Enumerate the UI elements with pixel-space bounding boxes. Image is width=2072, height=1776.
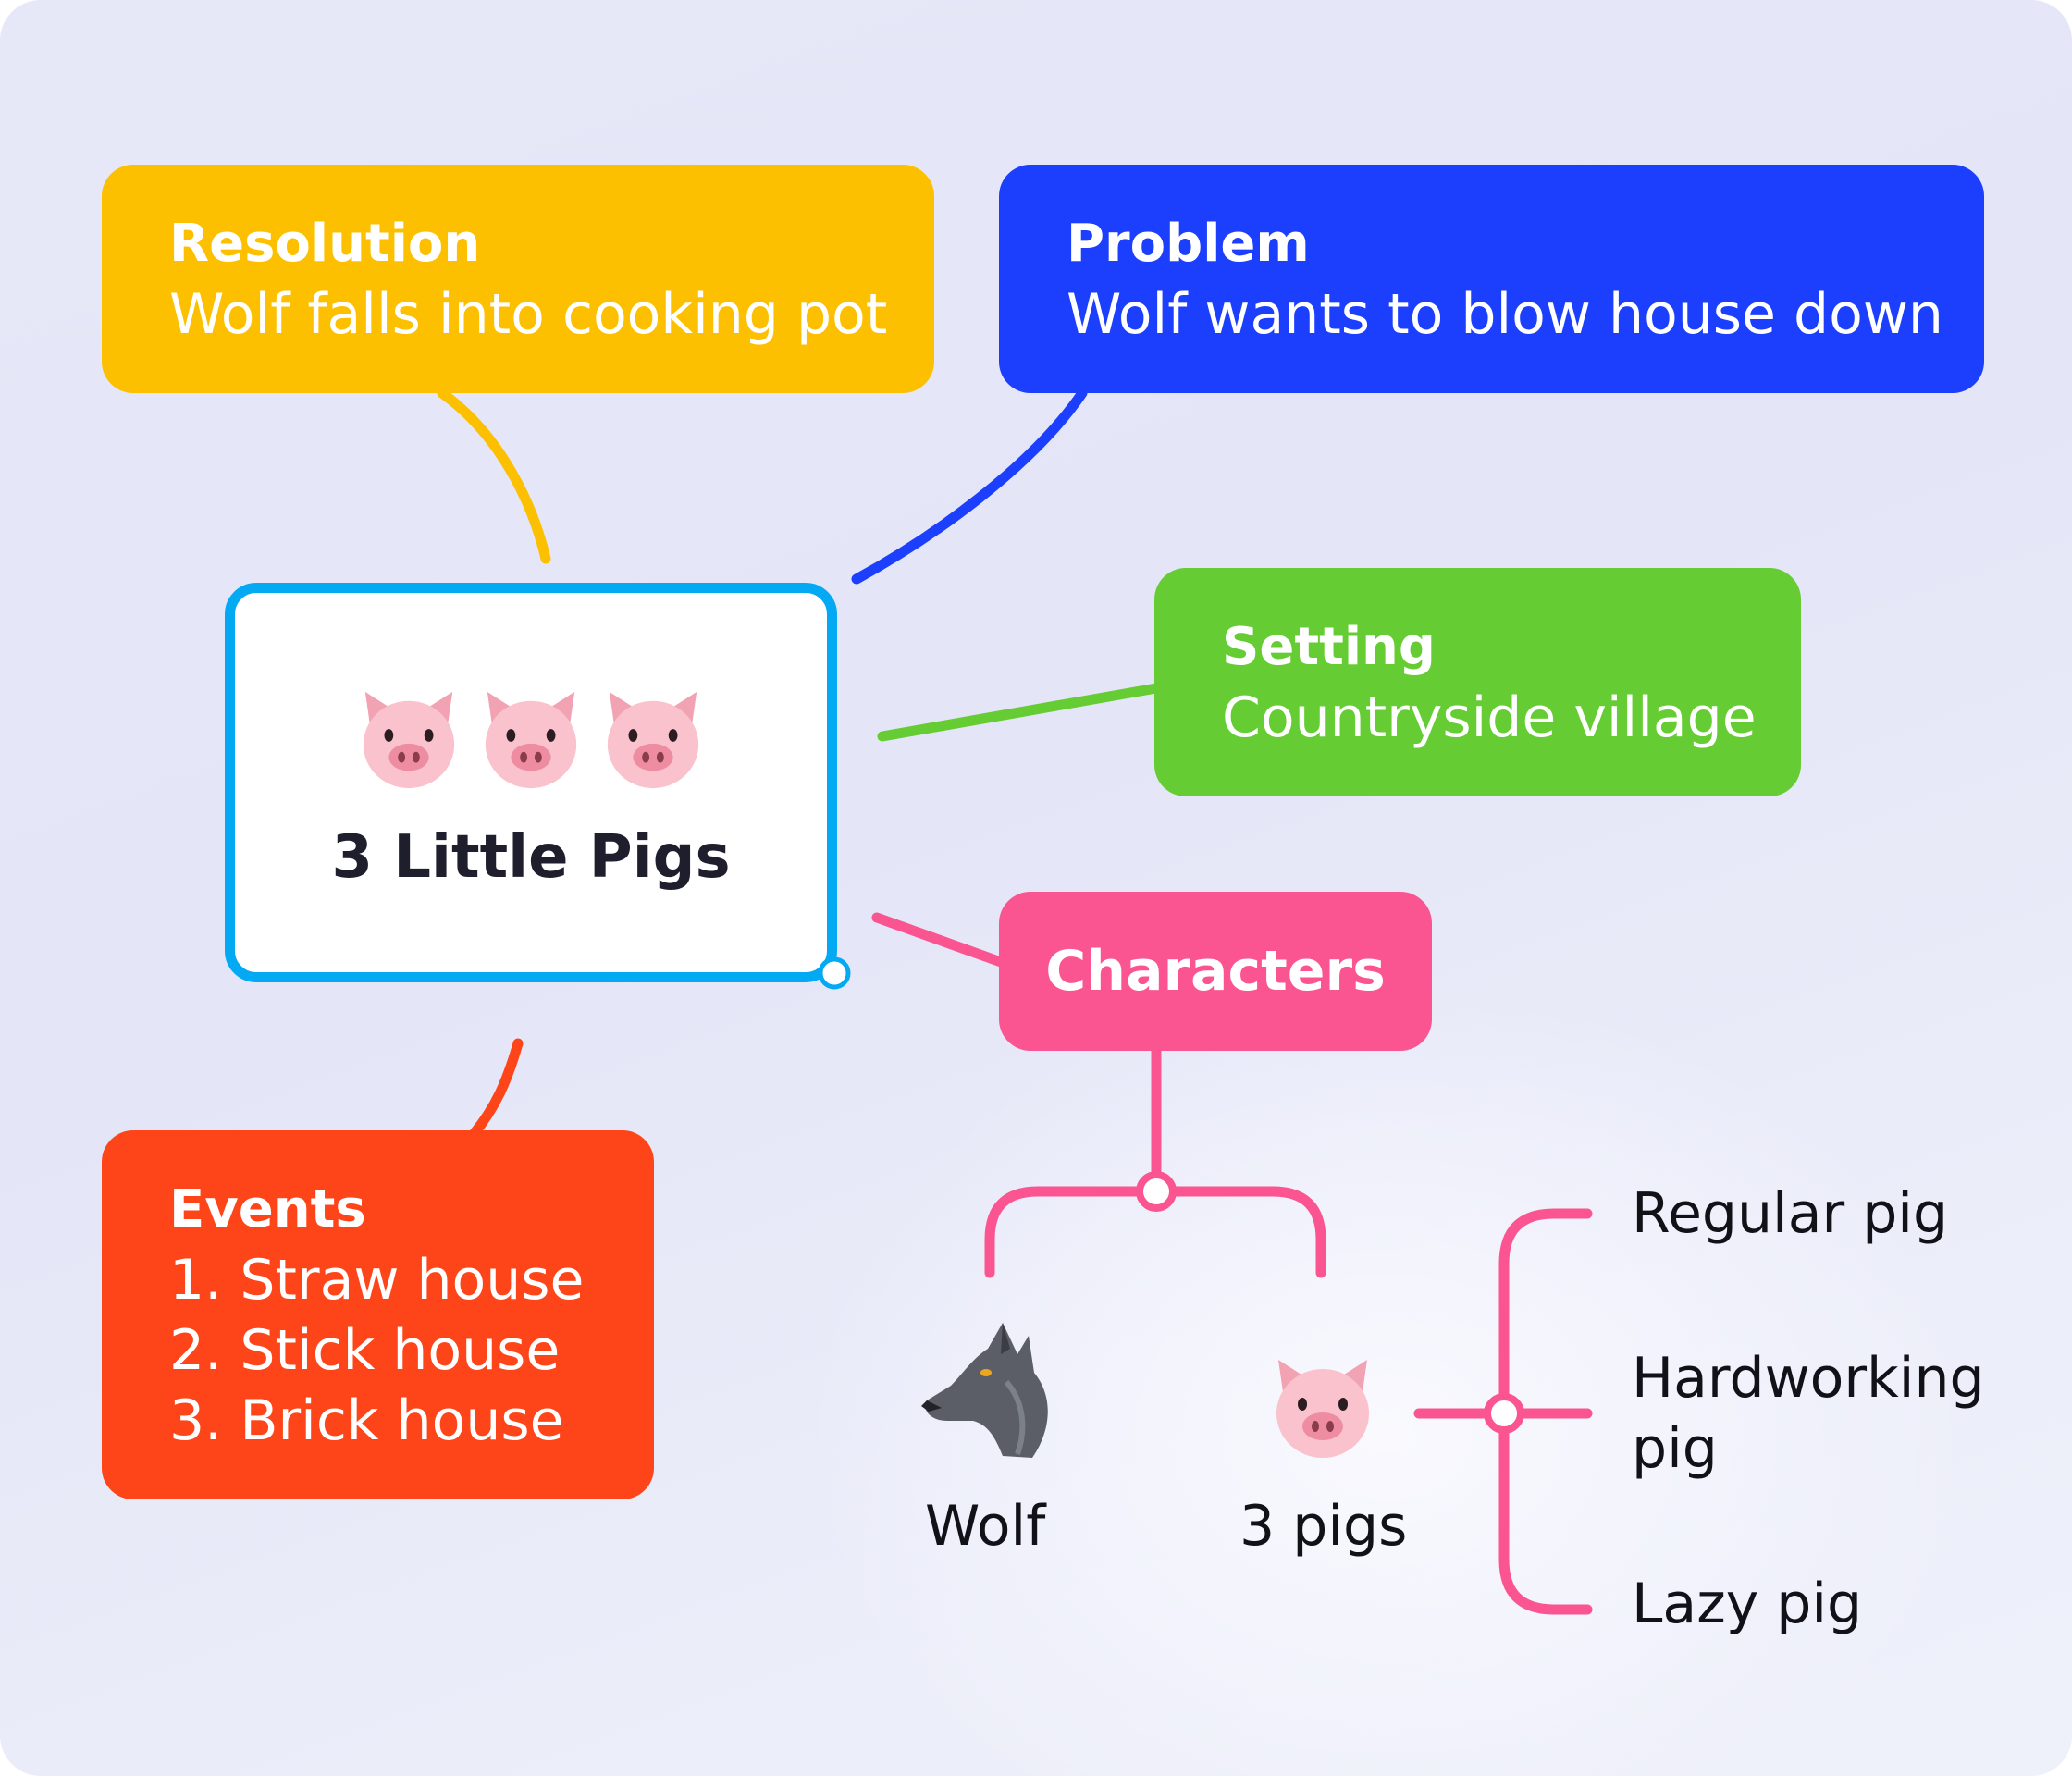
connector-resolution (437, 388, 551, 564)
resolution-card[interactable]: Resolution Wolf falls into cooking pot (102, 165, 934, 393)
resolution-text: Wolf falls into cooking pot (169, 281, 888, 347)
characters-title: Characters (1045, 939, 1386, 1004)
pig-type-lazy[interactable]: Lazy pig (1632, 1572, 1863, 1636)
connector-events (468, 1038, 524, 1140)
central-topic-card[interactable]: 3 Little Pigs (225, 583, 837, 982)
central-icons (352, 684, 709, 792)
setting-text: Countryside village (1222, 684, 1757, 750)
events-item: 2. Stick house (169, 1317, 561, 1383)
pig-type-hardworking[interactable]: Hardworking pig (1632, 1346, 1985, 1481)
problem-card[interactable]: Problem Wolf wants to blow house down (999, 165, 1984, 393)
events-item: 1. Straw house (169, 1247, 585, 1313)
connector-setting (877, 683, 1162, 742)
characters-card[interactable]: Characters (999, 892, 1432, 1051)
pig-type-regular[interactable]: Regular pig (1632, 1181, 1949, 1246)
pig-face-icon (607, 691, 699, 789)
problem-title: Problem (1067, 213, 1310, 274)
problem-text: Wolf wants to blow house down (1067, 281, 1943, 347)
events-item: 3. Brick house (169, 1388, 564, 1453)
resolution-title: Resolution (169, 213, 481, 274)
pig-face-icon (363, 691, 455, 789)
connector-characters (871, 912, 1006, 968)
events-card[interactable]: Events 1. Straw house 2. Stick house 3. … (102, 1130, 654, 1499)
wolf-icon (921, 1323, 1048, 1458)
pig-face-icon (1276, 1360, 1369, 1458)
pig-face-icon (485, 691, 577, 789)
character-pigs-label[interactable]: 3 pigs (1240, 1494, 1408, 1559)
central-topic-title: 3 Little Pigs (331, 823, 731, 892)
setting-title: Setting (1222, 616, 1436, 677)
setting-card[interactable]: Setting Countryside village (1154, 568, 1801, 796)
connector-problem (851, 388, 1088, 585)
characters-tree-junction[interactable] (1136, 1171, 1177, 1212)
events-title: Events (169, 1178, 366, 1240)
character-wolf-label[interactable]: Wolf (925, 1494, 1046, 1559)
resize-handle[interactable] (818, 956, 851, 990)
pigs-tree-junction[interactable] (1484, 1393, 1524, 1434)
